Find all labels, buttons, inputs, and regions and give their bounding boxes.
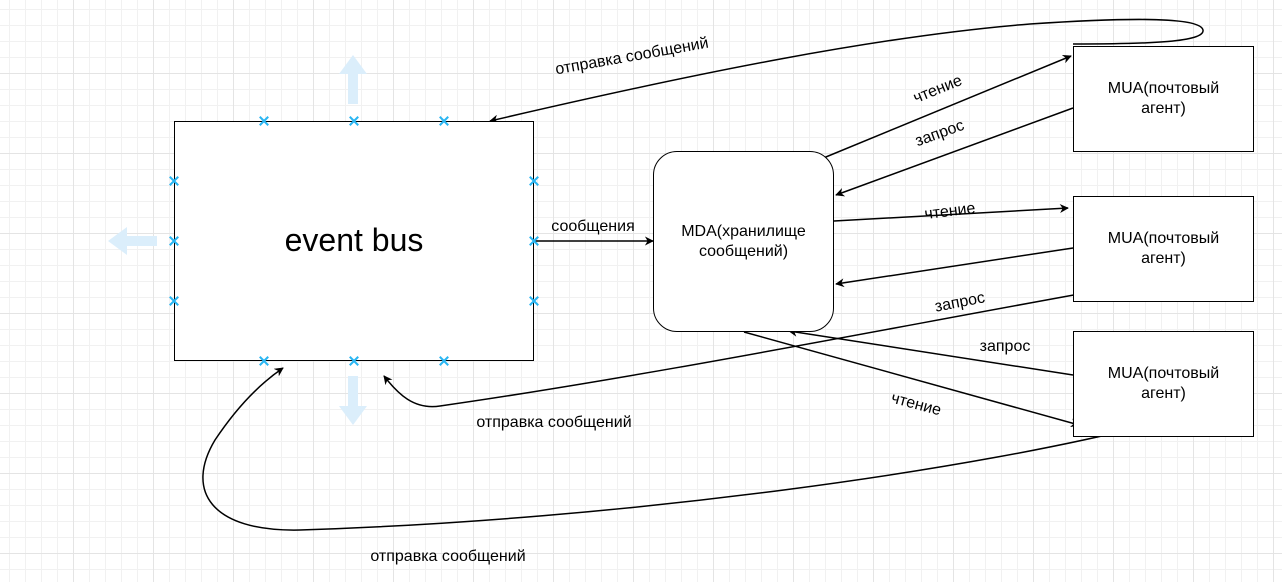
edge-send-top[interactable] xyxy=(489,18,1204,124)
connection-handle[interactable] xyxy=(529,296,539,306)
connection-handle[interactable] xyxy=(529,176,539,186)
hint-arrow-left-icon[interactable] xyxy=(108,226,158,256)
edge-label-send-middle: отправка сообщений xyxy=(476,414,632,431)
hint-arrow-down-icon[interactable] xyxy=(338,376,368,426)
connection-handle[interactable] xyxy=(169,296,179,306)
mua-node-3[interactable]: MUA(почтовый агент) xyxy=(1073,331,1254,437)
event-bus-label: event bus xyxy=(284,221,424,258)
edge-read-3[interactable] xyxy=(743,331,1080,428)
edge-label-request-3: запрос xyxy=(979,338,1031,355)
connection-handle[interactable] xyxy=(349,356,359,366)
connection-handle[interactable] xyxy=(169,176,179,186)
event-bus-node[interactable]: event bus xyxy=(174,121,534,361)
connection-handle[interactable] xyxy=(349,116,359,126)
connection-handle[interactable] xyxy=(169,236,179,246)
edge-read-2[interactable] xyxy=(833,203,1069,222)
mua-node-2[interactable]: MUA(почтовый агент) xyxy=(1073,196,1254,302)
connection-handle[interactable] xyxy=(439,356,449,366)
connection-handle[interactable] xyxy=(529,236,539,246)
mua-label-3: MUA(почтовый агент) xyxy=(1107,365,1220,402)
mua-node-1[interactable]: MUA(почтовый агент) xyxy=(1073,46,1254,152)
hint-arrow-up-icon[interactable] xyxy=(338,55,368,105)
edge-request-3[interactable] xyxy=(788,327,1074,376)
edge-send-middle[interactable] xyxy=(383,286,1119,408)
connection-handle[interactable] xyxy=(259,356,269,366)
mda-label: MDA(хранилище сообщений) xyxy=(681,222,806,260)
edge-read-1[interactable] xyxy=(803,54,1072,167)
connection-handle[interactable] xyxy=(259,116,269,126)
edge-request-1[interactable] xyxy=(835,107,1074,197)
mda-node[interactable]: MDA(хранилище сообщений) xyxy=(653,151,834,332)
mua-label-1: MUA(почтовый агент) xyxy=(1107,80,1220,117)
edge-label-messages: сообщения xyxy=(551,218,635,235)
edge-send-bottom[interactable] xyxy=(202,367,1164,531)
connection-handle[interactable] xyxy=(439,116,449,126)
mua-label-2: MUA(почтовый агент) xyxy=(1107,230,1220,267)
edge-label-send-bottom: отправка сообщений xyxy=(370,548,526,565)
edge-request-2[interactable] xyxy=(835,247,1074,288)
